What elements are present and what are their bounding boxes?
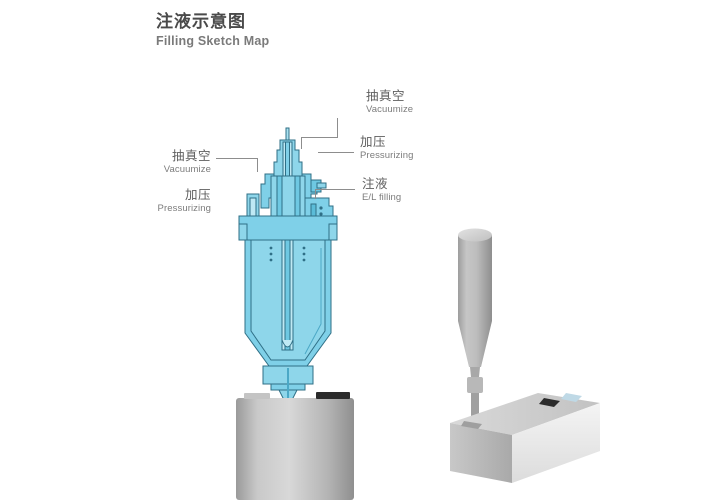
callout-pressurizing-left-cn: 加压 bbox=[184, 188, 211, 202]
render-terminal-black bbox=[539, 398, 560, 407]
render-cell-pad bbox=[461, 421, 482, 429]
callout-vacuumize-top-right-cn: 抽真空 bbox=[366, 89, 406, 103]
callout-el-filling-right: 注液 E/L filling bbox=[362, 177, 401, 204]
render-cell-left-face bbox=[450, 423, 512, 483]
leader-elfilling-right-drop bbox=[315, 189, 316, 199]
leader-vacuumize-right-horizontal bbox=[301, 137, 338, 138]
callout-pressurizing-right-cn: 加压 bbox=[360, 135, 387, 149]
leader-elfilling-right-horizontal bbox=[315, 189, 355, 190]
callout-pressurizing-right-en: Pressurizing bbox=[360, 150, 414, 161]
callout-vacuumize-left: 抽真空 Vacuumize bbox=[129, 149, 211, 176]
callout-vacuumize-top-right-en: Vacuumize bbox=[366, 104, 414, 115]
title-chinese: 注液示意图 bbox=[156, 12, 246, 31]
callout-pressurizing-right: 加压 Pressurizing bbox=[360, 135, 413, 162]
callout-vacuumize-top-right: 抽真空 Vacuumize bbox=[366, 89, 413, 116]
battery-cell-section bbox=[236, 392, 354, 500]
render-cell-top bbox=[450, 393, 600, 435]
callout-el-filling-right-cn: 注液 bbox=[362, 177, 389, 191]
filling-machine-cross-section bbox=[238, 127, 338, 410]
page-title: 注液示意图 Filling Sketch Map bbox=[156, 12, 269, 49]
callout-vacuumize-left-cn: 抽真空 bbox=[171, 149, 211, 163]
callout-vacuumize-left-en: Vacuumize bbox=[163, 164, 211, 175]
leader-vacuumize-right-drop bbox=[301, 137, 302, 149]
cell-terminal-left bbox=[244, 393, 270, 399]
title-english: Filling Sketch Map bbox=[156, 34, 270, 48]
cell-terminal-right bbox=[316, 392, 350, 399]
callout-pressurizing-left: 加压 Pressurizing bbox=[129, 188, 211, 215]
filling-nozzle-3d-render bbox=[450, 228, 600, 483]
callout-el-filling-right-en: E/L filling bbox=[362, 192, 402, 203]
leader-vacuumize-left-horizontal bbox=[216, 158, 258, 159]
leader-pressurizing-right-horizontal bbox=[318, 152, 354, 153]
render-cell-front-face bbox=[512, 403, 600, 483]
render-terminal-blue bbox=[561, 393, 582, 402]
callout-pressurizing-left-en: Pressurizing bbox=[157, 203, 211, 214]
leader-vacuumize-right-vertical bbox=[337, 118, 338, 138]
leader-vacuumize-left-drop bbox=[257, 158, 258, 172]
